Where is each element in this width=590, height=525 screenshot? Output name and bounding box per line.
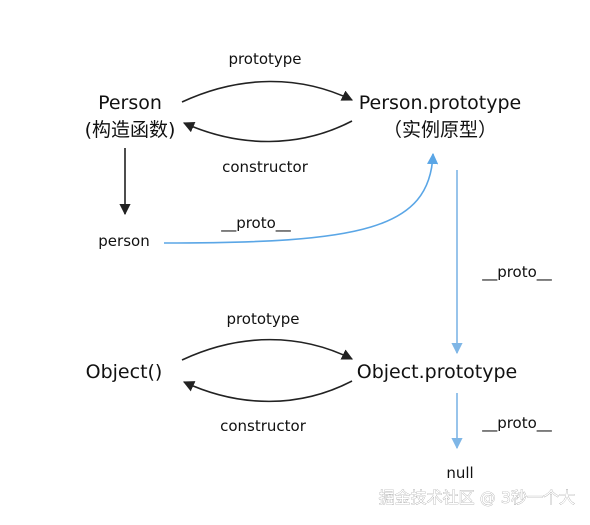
object-prototype-label: Object.prototype (357, 361, 518, 383)
person-constructor-sublabel: (构造函数) (85, 119, 176, 141)
person-constructor-label: Person (98, 92, 162, 114)
object-prototype-arrow (181, 338, 354, 361)
person-prototype-sublabel: （实例原型） (383, 119, 497, 141)
person-instance-label: person (98, 232, 149, 250)
object-constructor-label: Object() (86, 361, 163, 383)
person-constructor-arrow (182, 120, 353, 143)
object-prototype-edge-label: prototype (226, 310, 299, 328)
person-constructor-edge-label: constructor (222, 158, 309, 176)
person-prototype-edge-label: prototype (228, 50, 301, 68)
object-constructor-arrow (182, 380, 353, 403)
person-prototype-label: Person.prototype (359, 92, 521, 114)
instance-proto-edge-label: __proto__ (220, 214, 291, 233)
person-prototype-arrow (181, 80, 354, 103)
null-label: null (446, 464, 473, 482)
object-proto-proto-edge-label: __proto__ (481, 414, 552, 433)
object-constructor-edge-label: constructor (220, 417, 307, 435)
person-proto-proto-edge-label: __proto__ (481, 263, 552, 282)
watermark-text: 掘金技术社区 @ 3秒一个大 (379, 488, 575, 507)
instance-proto-arrow (163, 152, 439, 244)
